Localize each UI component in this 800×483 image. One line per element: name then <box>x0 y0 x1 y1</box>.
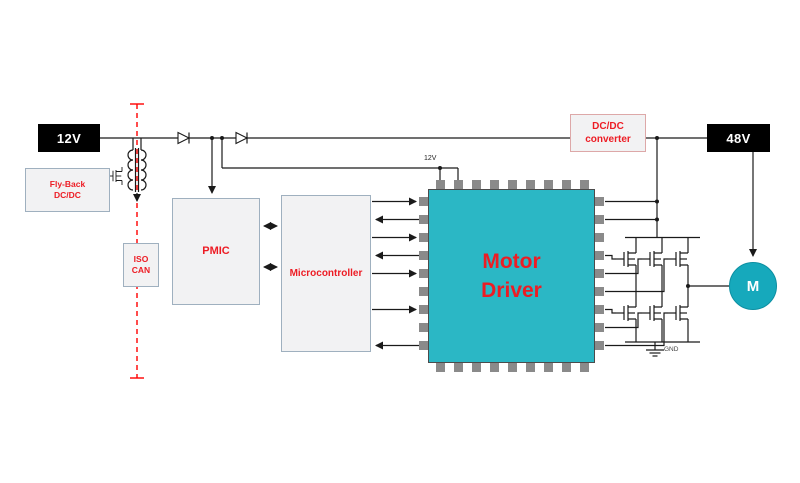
iso-can-label-line2: CAN <box>131 265 151 275</box>
mosfet-icon <box>615 246 637 272</box>
block-iso-can: ISO CAN <box>123 243 159 287</box>
block-motor-driver: Motor Driver <box>428 189 595 363</box>
motor-driver-label-line1: Motor <box>482 249 541 273</box>
iso-can-label-line1: ISO <box>133 253 149 264</box>
flyback-label-line2: DC/DC <box>54 190 81 200</box>
supply-rail-top <box>100 131 707 145</box>
logic-rail-12v <box>208 138 459 194</box>
block-48v-supply: 48V <box>707 124 770 152</box>
label-12v-supply: 12V <box>56 130 82 146</box>
block-pmic: PMIC <box>172 198 260 305</box>
pmic-mcu-arrows <box>263 222 278 271</box>
diode-icon <box>235 131 249 145</box>
motor-driver-label-line2: Driver <box>481 279 542 302</box>
gnd-label: GND <box>664 346 679 353</box>
motor-symbol: M <box>729 262 777 310</box>
isolation-barrier <box>130 103 144 379</box>
microcontroller-label: Microcontroller <box>289 268 363 279</box>
gnd-icon <box>646 342 664 357</box>
mosfet-icon <box>641 300 663 326</box>
block-microcontroller: Microcontroller <box>281 195 371 352</box>
pmic-label: PMIC <box>202 245 230 258</box>
motor-label: M <box>746 277 760 295</box>
mosfet-icon <box>667 300 689 326</box>
bridge-supply-wires <box>605 138 700 239</box>
diode-icon <box>177 131 191 145</box>
mosfet-bridge <box>605 237 729 347</box>
junction-dots <box>210 136 690 288</box>
block-dcdc-converter: DC/DC converter <box>570 114 646 152</box>
block-flyback-dcdc: Fly-Back DC/DC <box>25 168 110 212</box>
mosfet-icon <box>615 300 637 326</box>
mosfet-icon <box>641 246 663 272</box>
block-12v-supply: 12V <box>38 124 100 152</box>
mosfet-icon <box>667 246 689 272</box>
flyback-transformer-icon <box>127 138 147 202</box>
mcu-driver-arrows <box>372 197 419 350</box>
rail-12v-label: 12V <box>424 155 437 162</box>
label-48v-supply: 48V <box>726 130 751 146</box>
dcdc-label-line1: DC/DC <box>592 121 624 132</box>
dcdc-label-line2: converter <box>585 134 631 145</box>
flyback-label-line1: Fly-Back <box>49 178 86 189</box>
